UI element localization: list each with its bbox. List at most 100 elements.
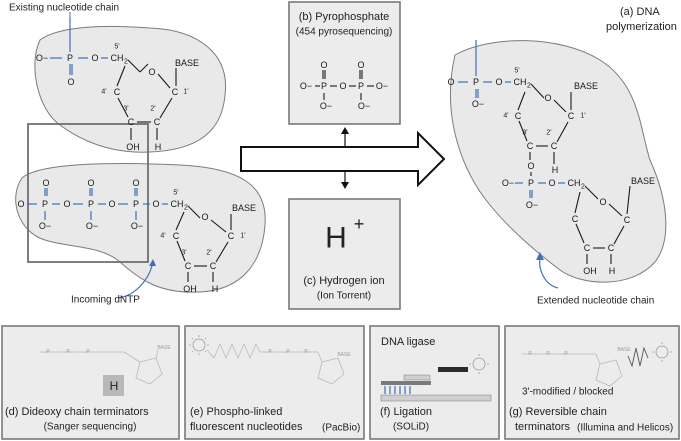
svg-text:O: O [108, 199, 115, 209]
svg-text:O: O [152, 199, 159, 209]
svg-text:BASE: BASE [232, 203, 256, 213]
svg-text:C: C [154, 117, 161, 127]
hydrogen-subtitle: (Ion Torrent) [317, 291, 371, 302]
reversible-subtitle: (Illumina and Helicos) [577, 423, 673, 434]
svg-text:P: P [304, 349, 308, 355]
reversible-title-2: terminators [515, 421, 571, 433]
svg-text:H: H [155, 142, 162, 152]
svg-text:P: P [42, 199, 48, 209]
svg-text:BASE: BASE [617, 347, 631, 353]
svg-text:3': 3' [522, 130, 527, 137]
svg-text:4': 4' [160, 233, 165, 240]
svg-text:O: O [42, 178, 49, 188]
ligation-subtitle: (SOLiD) [393, 422, 429, 433]
svg-text:1': 1' [183, 89, 188, 96]
svg-text:O: O [201, 212, 208, 222]
incoming-dntp-label: Incoming dNTP [71, 295, 140, 306]
svg-text:C: C [568, 111, 575, 121]
svg-text:P: P [133, 199, 139, 209]
svg-text:O−: O− [358, 101, 370, 111]
svg-text:2: 2 [124, 59, 128, 66]
svg-text:C: C [515, 111, 522, 121]
dideoxy-title: (d) Dideoxy chain terminators [5, 406, 149, 418]
svg-text:P: P [546, 351, 550, 357]
hydrogen-title: (c) Hydrogen ion [303, 275, 384, 287]
svg-text:C: C [210, 261, 217, 271]
dideoxy-subtitle: (Sanger sequencing) [44, 422, 137, 433]
polymerization-title-1: (a) DNA [620, 6, 660, 18]
svg-text:O: O [599, 197, 606, 207]
svg-text:O−: O− [526, 200, 538, 210]
svg-text:C: C [551, 141, 558, 151]
svg-text:2': 2' [150, 106, 155, 113]
svg-text:OH: OH [583, 266, 597, 276]
svg-text:2: 2 [581, 184, 585, 191]
svg-text:O: O [544, 93, 551, 103]
svg-text:3': 3' [181, 250, 186, 257]
svg-text:P: P [564, 351, 568, 357]
svg-text:BASE: BASE [337, 352, 351, 358]
extended-chain-pointer [539, 257, 559, 289]
reversible-blocked-label: 3'-modified / blocked [522, 387, 613, 398]
svg-text:P: P [321, 81, 327, 91]
svg-text:O−: O− [502, 178, 514, 188]
svg-text:O: O [63, 199, 70, 209]
incoming-dntp: O P O O− O P O O− O P O O− O CH 2 5' O C… [17, 178, 256, 294]
svg-text:BASE: BASE [574, 81, 598, 91]
svg-text:C: C [172, 87, 179, 97]
svg-text:H: H [609, 266, 616, 276]
svg-text:O: O [148, 67, 155, 77]
svg-text:5': 5' [173, 190, 178, 197]
svg-text:CH: CH [171, 199, 184, 209]
svg-text:CH: CH [568, 178, 581, 188]
svg-text:C: C [114, 87, 121, 97]
svg-text:O: O [132, 178, 139, 188]
phospho-title-1: (e) Phospho-linked [190, 406, 282, 418]
svg-text:2': 2' [206, 250, 211, 257]
hydrogen-charge: + [354, 214, 365, 234]
pyrophosphate-title: (b) Pyrophosphate [299, 11, 390, 23]
svg-text:O: O [447, 77, 454, 87]
svg-text:C: C [228, 231, 235, 241]
svg-text:C: C [608, 243, 615, 253]
svg-text:O−: O− [320, 101, 332, 111]
existing-chain-blob [34, 25, 227, 153]
panel-reversible [504, 325, 680, 440]
svg-text:H: H [212, 284, 219, 294]
svg-text:2: 2 [527, 83, 531, 90]
hydrogen-symbol: H [325, 222, 347, 255]
ligation-title: (f) Ligation [380, 406, 432, 418]
svg-text:C: C [185, 261, 192, 271]
svg-text:O−: O− [376, 81, 388, 91]
svg-text:P: P [473, 77, 479, 87]
svg-text:BASE: BASE [157, 345, 171, 351]
svg-text:O−: O− [39, 221, 51, 231]
svg-text:O−: O− [86, 221, 98, 231]
svg-text:O: O [527, 161, 534, 171]
panel-dideoxy [1, 325, 180, 440]
svg-text:C: C [584, 243, 591, 253]
incoming-dntp-pointer [117, 265, 153, 299]
svg-text:C: C [173, 231, 180, 241]
reversible-title-1: (g) Reversible chain [509, 406, 607, 418]
svg-text:O−: O− [472, 99, 484, 109]
existing-chain-label: Existing nucleotide chain [9, 3, 119, 14]
svg-text:H: H [552, 165, 559, 175]
svg-text:CH: CH [111, 53, 124, 63]
svg-text:OH: OH [126, 142, 140, 152]
svg-text:C: C [624, 215, 631, 225]
svg-text:BASE: BASE [175, 58, 199, 68]
svg-text:O: O [320, 60, 327, 70]
dideoxy-h-highlight [103, 375, 124, 396]
svg-text:P: P [66, 349, 70, 355]
svg-text:O: O [548, 178, 555, 188]
phospho-title-2: fluorescent nucleotides [190, 421, 303, 433]
svg-text:O−: O− [131, 221, 143, 231]
svg-text:O−: O− [300, 81, 312, 91]
svg-text:BASE: BASE [631, 176, 655, 186]
extended-chain-label: Extended nucleotide chain [537, 296, 654, 307]
